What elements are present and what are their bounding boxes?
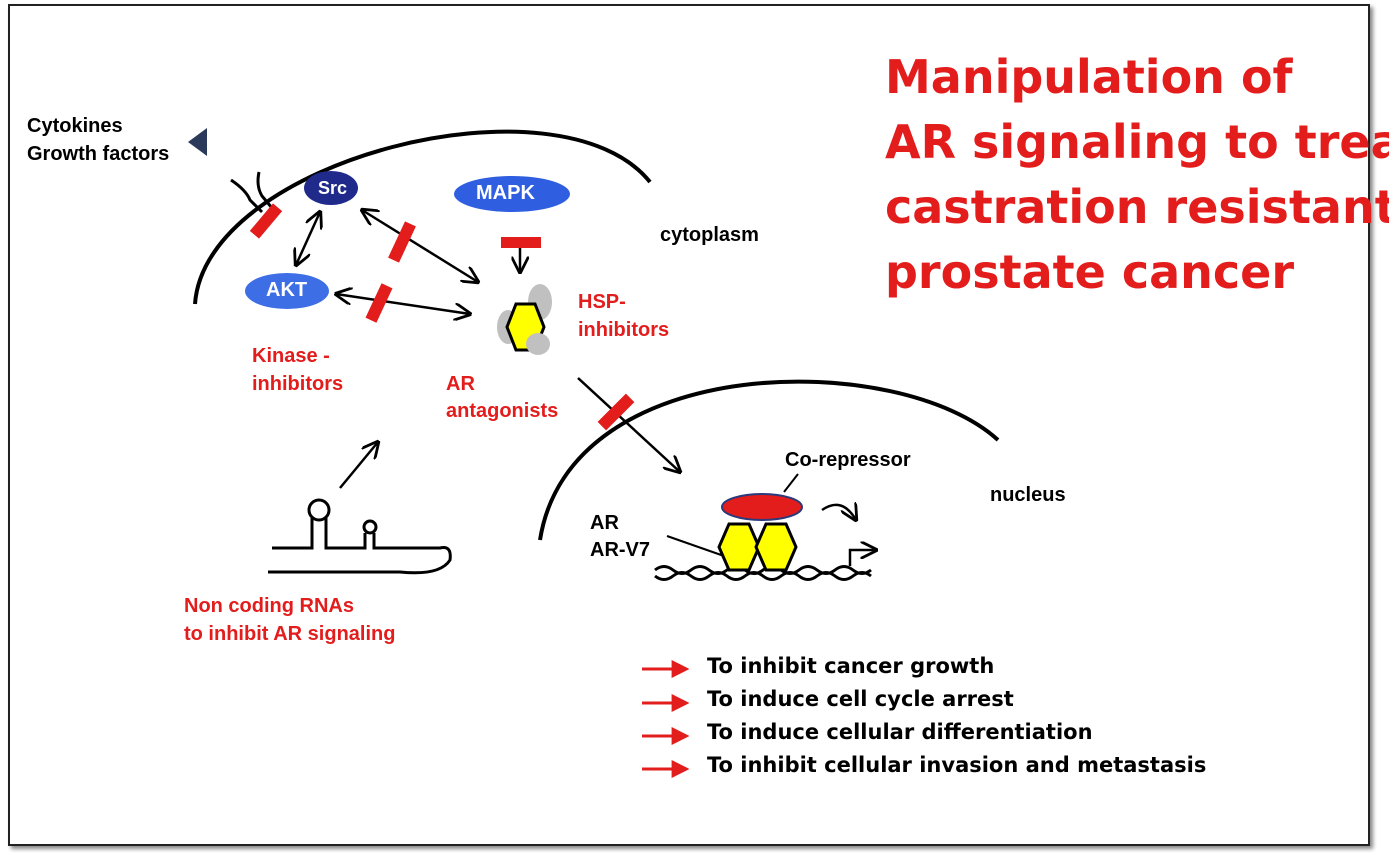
hsp-inhibitors-label-1: HSP- xyxy=(578,291,626,313)
arv7-label: AR-V7 xyxy=(590,539,651,561)
hsp-inhibitors-label-2: inhibitors xyxy=(578,319,670,341)
mapk-label: MAPK xyxy=(476,182,535,204)
ar-antagonists-label-2: antagonists xyxy=(446,400,559,422)
ar-hsp-complex xyxy=(497,284,552,355)
src-node xyxy=(304,171,358,205)
ncrna-label-1: Non coding RNAs xyxy=(184,595,354,617)
mapk-inhibitor-bar xyxy=(501,237,541,248)
corepressor-label: Co-repressor xyxy=(785,449,911,471)
kinase-inhibitors-label-1: Kinase - xyxy=(252,345,330,367)
kinase-inhibitors-label-2: inhibitors xyxy=(252,373,344,395)
ar-antagonist-bar xyxy=(597,393,635,431)
outcome-item: To induce cellular differentiation xyxy=(707,720,1093,744)
inhibitor-bar-akt-ar xyxy=(365,283,393,323)
dna-helix-icon xyxy=(654,565,872,581)
corepressor-node xyxy=(721,493,803,521)
repression-arrow xyxy=(821,505,856,520)
ar-antagonists-label-1: AR xyxy=(446,373,475,395)
ligand-triangle-icon xyxy=(188,128,207,156)
arrow-akt-ar xyxy=(336,294,470,314)
inhibitor-bar-src-ar xyxy=(388,221,416,263)
outcome-item: To inhibit cancer growth xyxy=(707,654,995,678)
arrow-ncrna xyxy=(339,442,378,489)
ncrna-hairpin-icon xyxy=(268,498,452,575)
title-line-1: Manipulation of xyxy=(885,50,1293,104)
arrow-nuclear-translocation xyxy=(577,377,680,472)
arrow-src-ar xyxy=(362,210,478,282)
receptor-icon xyxy=(230,171,274,214)
nucleus-label: nucleus xyxy=(990,484,1066,506)
akt-node xyxy=(245,273,329,309)
corepressor-label-pointer xyxy=(783,473,799,493)
growth-factors-label: Growth factors xyxy=(27,143,170,165)
figure-title: Manipulation of AR signaling to treat ca… xyxy=(885,45,1389,305)
transcription-arrow xyxy=(848,550,876,566)
cell-membrane xyxy=(193,129,652,305)
nuclear-membrane xyxy=(538,379,1000,541)
mapk-node xyxy=(454,176,570,212)
title-line-2: AR signaling to treat xyxy=(885,115,1389,169)
ar-label-pointer xyxy=(666,535,725,557)
src-label: Src xyxy=(318,178,348,198)
outcome-item: To induce cell cycle arrest xyxy=(707,687,1014,711)
ar-monomer-2 xyxy=(754,522,798,572)
ar-monomer-1 xyxy=(717,522,761,572)
ar-label: AR xyxy=(590,512,619,534)
title-line-3: castration resistant xyxy=(885,180,1389,234)
arrow-src-akt xyxy=(296,212,320,265)
cytokines-label: Cytokines xyxy=(27,115,123,137)
title-line-4: prostate cancer xyxy=(885,245,1295,299)
akt-label: AKT xyxy=(266,279,308,301)
receptor-inhibitor-bar xyxy=(249,203,283,239)
cytoplasm-label: cytoplasm xyxy=(660,224,759,246)
outcome-item: To inhibit cellular invasion and metasta… xyxy=(707,753,1207,777)
ncrna-label-2: to inhibit AR signaling xyxy=(184,623,396,645)
